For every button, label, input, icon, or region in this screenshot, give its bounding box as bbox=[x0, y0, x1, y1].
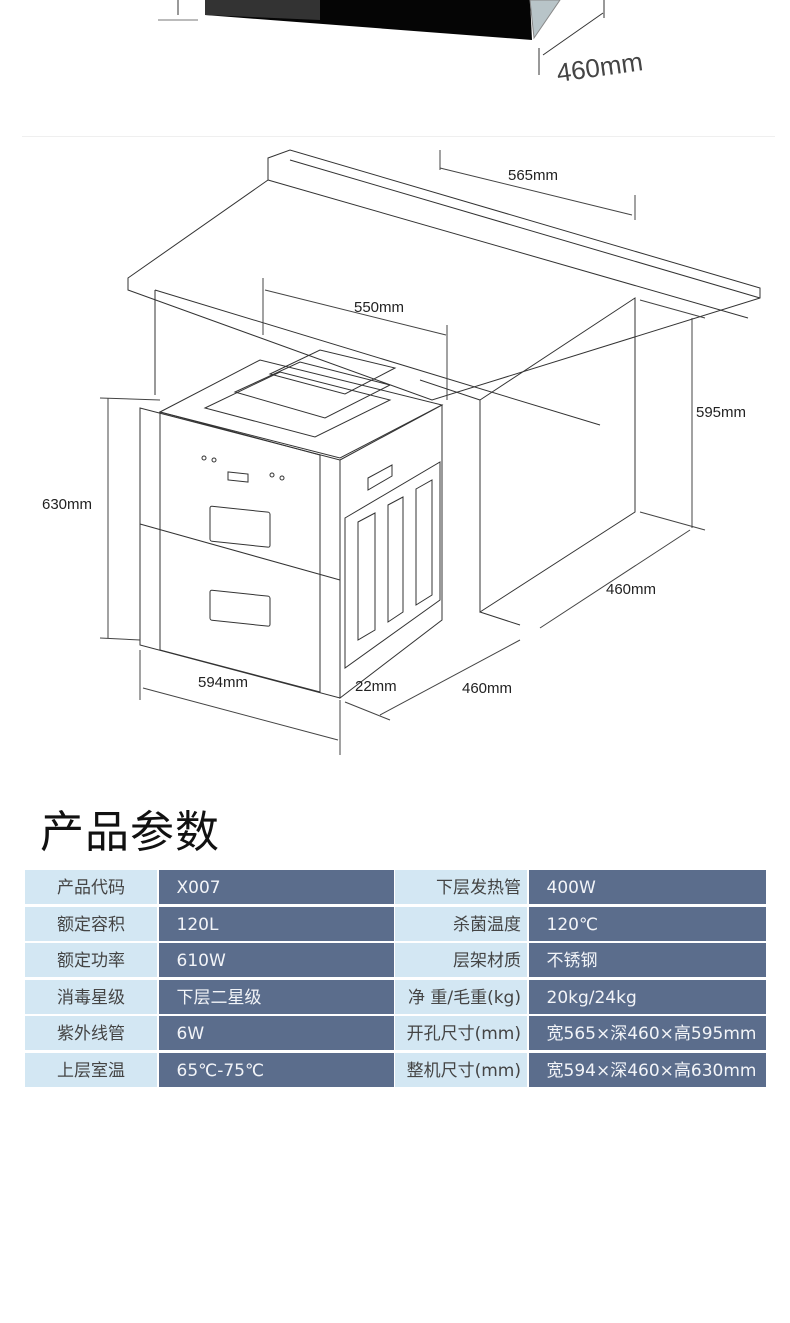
cutout-height-label: 595mm bbox=[696, 404, 746, 421]
cutout-width-label: 565mm bbox=[508, 167, 558, 184]
section-divider bbox=[22, 136, 775, 137]
dimension-lines bbox=[99, 150, 706, 755]
spec-value: 120L bbox=[158, 906, 394, 941]
cutout-depth-label: 460mm bbox=[606, 581, 656, 598]
top-depth-label: 460mm bbox=[555, 46, 645, 88]
spec-value: 下层二星级 bbox=[158, 979, 394, 1014]
spec-label: 紫外线管 bbox=[25, 1016, 157, 1050]
spec-value: 宽565×深460×高595mm bbox=[528, 1016, 766, 1050]
spec-table: 产品代码 X007 下层发热管 400W 额定容积 120L 杀菌温度 120℃… bbox=[25, 870, 766, 1087]
spec-value: X007 bbox=[158, 870, 394, 904]
product-depth-label: 460mm bbox=[462, 680, 512, 697]
countertop-outline bbox=[127, 149, 761, 426]
spec-value: 6W bbox=[158, 1016, 394, 1050]
cabinet-cutout bbox=[419, 297, 636, 626]
spec-value: 宽594×深460×高630mm bbox=[528, 1052, 766, 1087]
spec-label: 层架材质 bbox=[395, 943, 527, 977]
product-front-photo bbox=[158, 0, 605, 75]
spec-label: 净 重/毛重(kg) bbox=[395, 979, 527, 1014]
spec-label: 开孔尺寸(mm) bbox=[395, 1016, 527, 1050]
spec-label: 消毒星级 bbox=[25, 979, 157, 1014]
spec-label: 杀菌温度 bbox=[395, 906, 527, 941]
installation-dimension-diagram: 460mm bbox=[42, 0, 761, 755]
section-title: 产品参数 bbox=[40, 807, 220, 858]
spec-value: 120℃ bbox=[528, 906, 766, 941]
spec-label: 产品代码 bbox=[25, 870, 157, 904]
spec-value: 400W bbox=[528, 870, 766, 904]
spec-value: 65℃-75℃ bbox=[158, 1052, 394, 1087]
product-top-depth-label: 550mm bbox=[354, 299, 404, 316]
spec-label: 上层室温 bbox=[25, 1052, 157, 1087]
spec-value: 不锈钢 bbox=[528, 943, 766, 977]
spec-label: 下层发热管 bbox=[395, 870, 527, 904]
spec-label: 整机尺寸(mm) bbox=[395, 1052, 527, 1087]
spec-value: 610W bbox=[158, 943, 394, 977]
product-height-label: 630mm bbox=[42, 496, 92, 513]
spec-label: 额定功率 bbox=[25, 943, 157, 977]
panel-thickness-label: 22mm bbox=[355, 678, 397, 695]
spec-label: 额定容积 bbox=[25, 906, 157, 941]
spec-value: 20kg/24kg bbox=[528, 979, 766, 1014]
disinfection-cabinet-drawing bbox=[139, 349, 444, 700]
product-width-label: 594mm bbox=[198, 674, 248, 691]
